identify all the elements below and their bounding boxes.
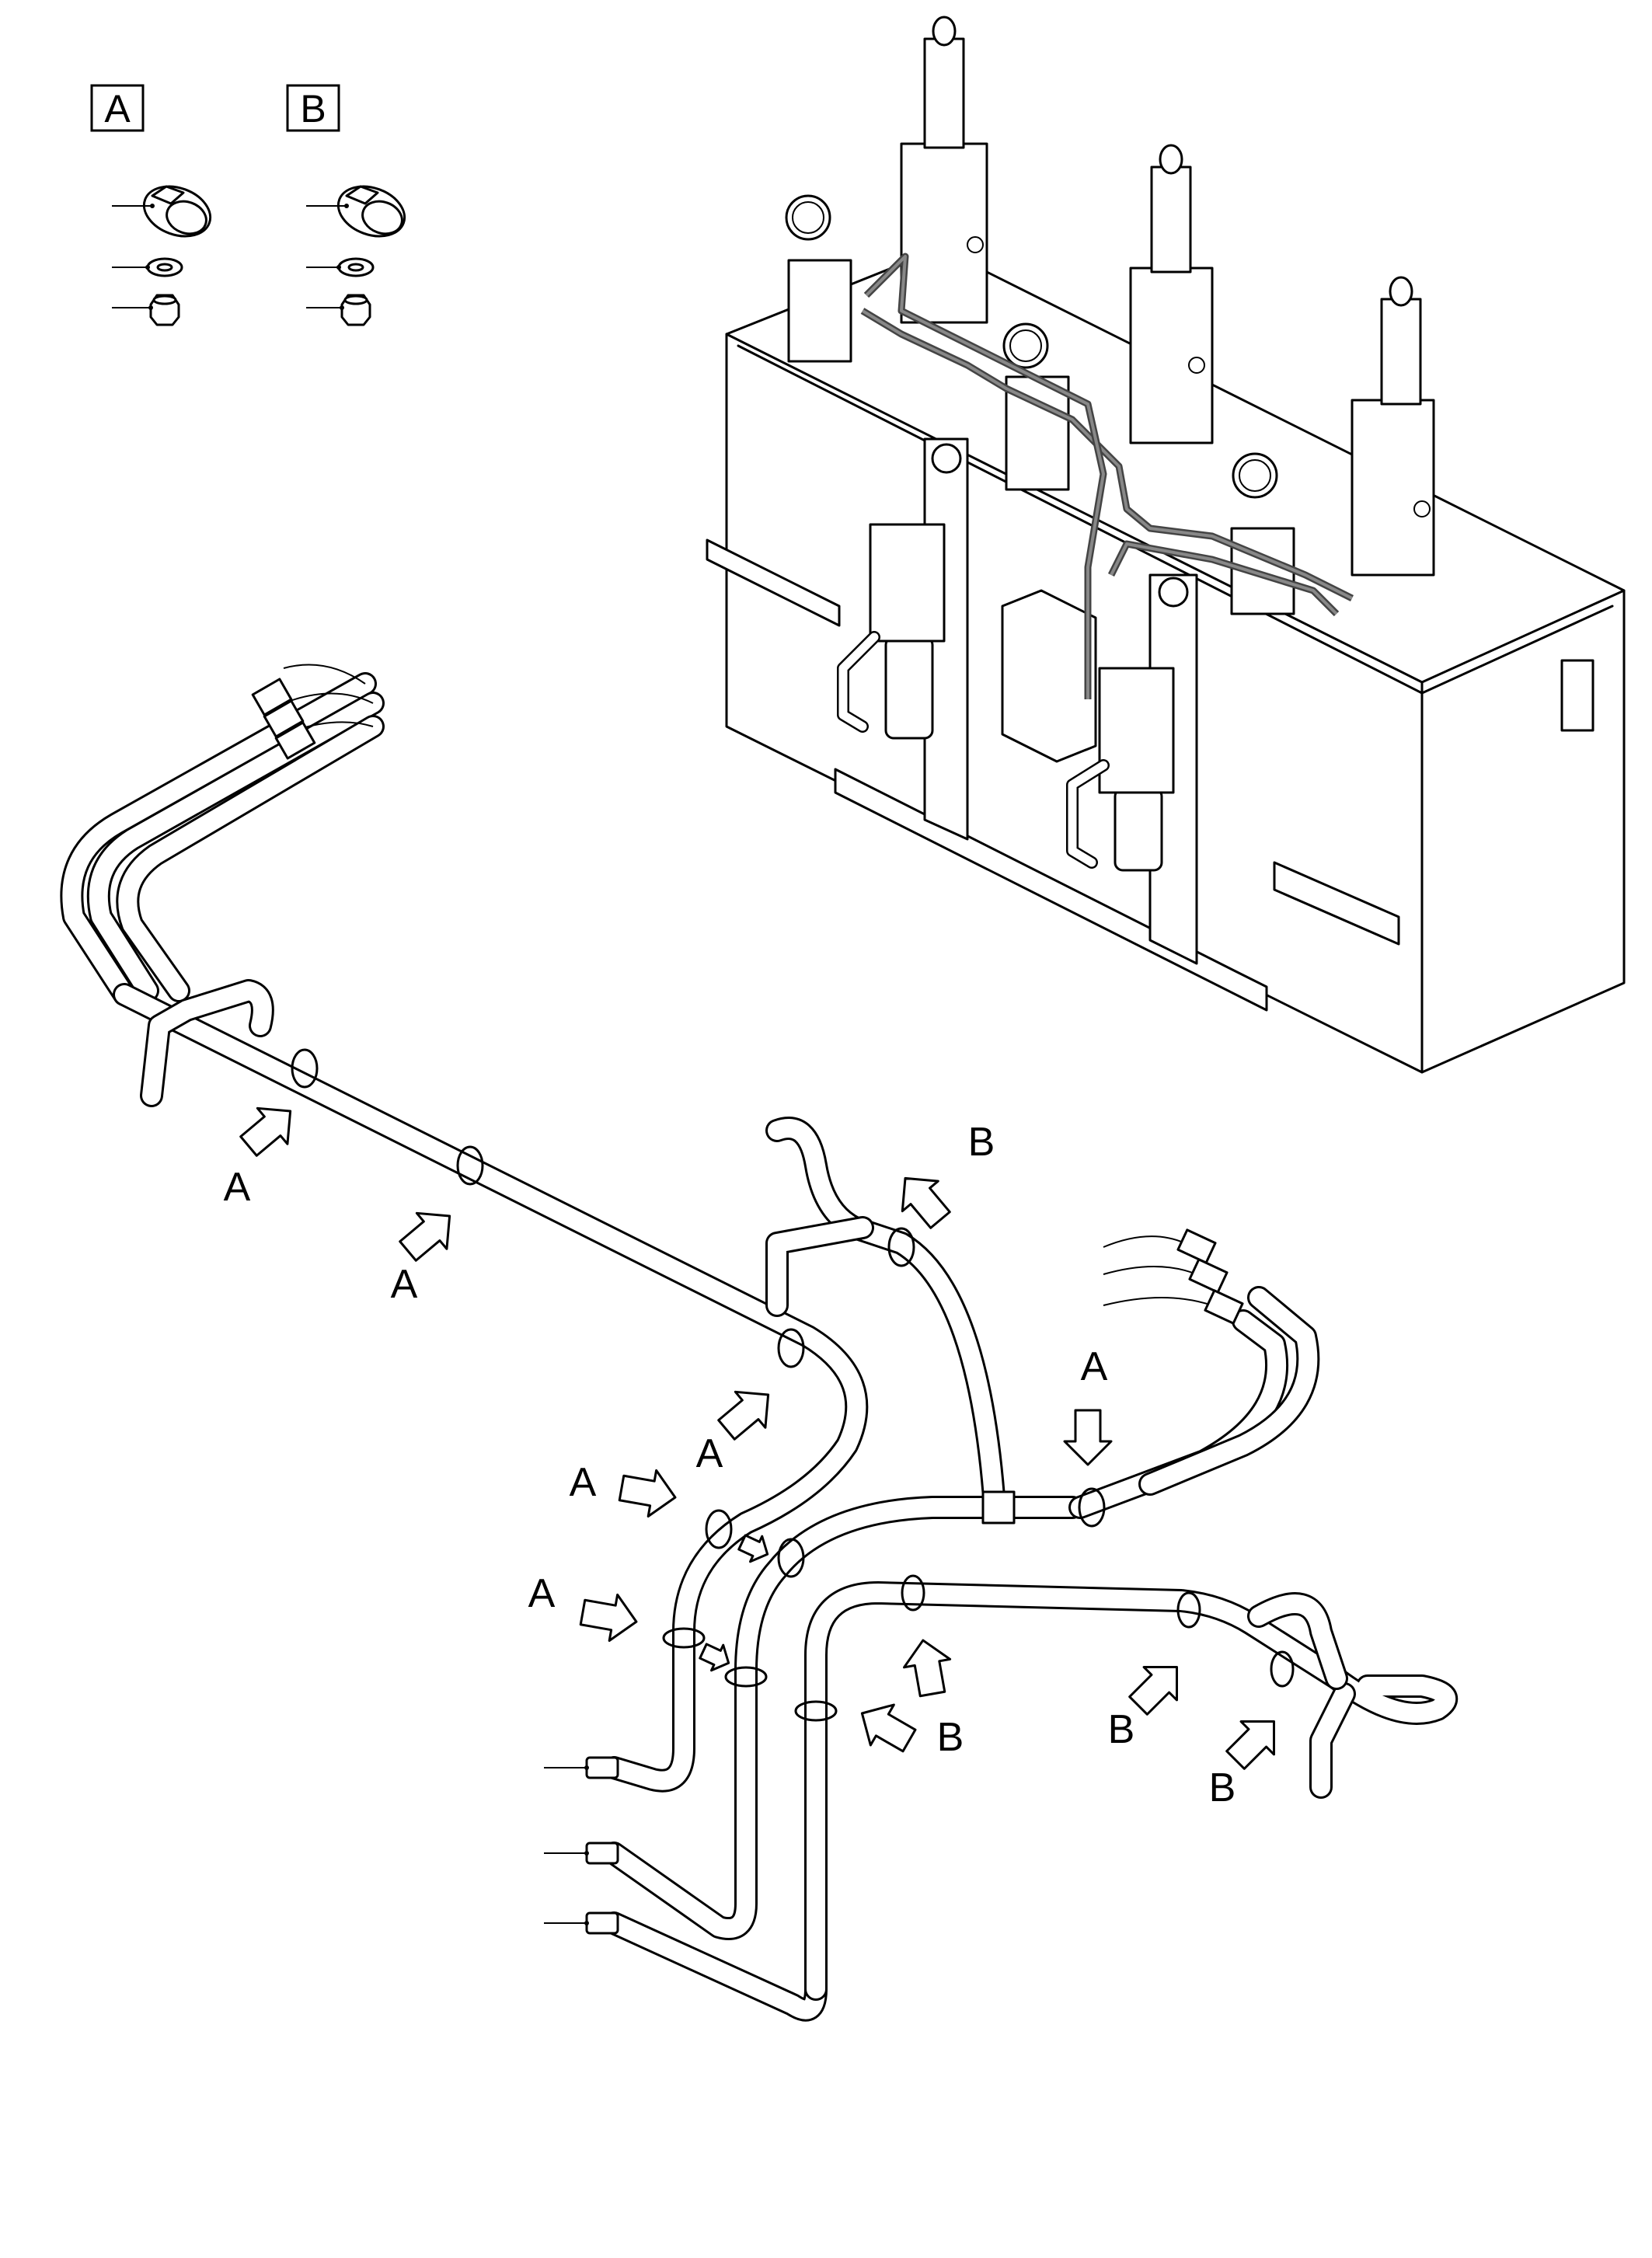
washer-icon (306, 257, 375, 277)
callout-a2: A (391, 1262, 418, 1307)
detail-b: B (286, 84, 406, 326)
nut-icon (112, 294, 180, 326)
nut-icon (306, 294, 371, 326)
callout-a5: A (528, 1571, 556, 1616)
hydraulic-power-unit (706, 16, 1626, 1074)
washer-icon (112, 257, 183, 277)
callout-b1: B (968, 1120, 995, 1165)
callout-a1: A (224, 1165, 251, 1210)
detail-a-label: A (104, 87, 131, 131)
cylinder-2 (1129, 144, 1214, 444)
callout-b4: B (1209, 1765, 1236, 1810)
callout-labels: A A A A A A B B B B (224, 1120, 1236, 1810)
detail-a: A (90, 84, 212, 326)
callout-a3: A (696, 1431, 723, 1476)
detail-b-box (286, 84, 340, 132)
filter-right (1098, 667, 1175, 872)
callout-arrows (239, 1106, 1275, 1770)
cylinder-1 (900, 16, 988, 324)
valve-block-1 (787, 259, 852, 363)
callout-b3: B (1108, 1707, 1135, 1752)
detail-b-label: B (300, 87, 326, 131)
detail-a-box (90, 84, 145, 132)
callout-a4: A (570, 1460, 597, 1505)
filter-left (869, 523, 946, 740)
callout-a6: A (1081, 1344, 1108, 1389)
junction-box (1001, 589, 1097, 763)
clamp-icon (112, 185, 212, 238)
hose-harness (60, 664, 1459, 2022)
callout-b2: B (937, 1715, 964, 1760)
cylinder-3 (1351, 276, 1435, 577)
clamp-icon (306, 185, 406, 238)
